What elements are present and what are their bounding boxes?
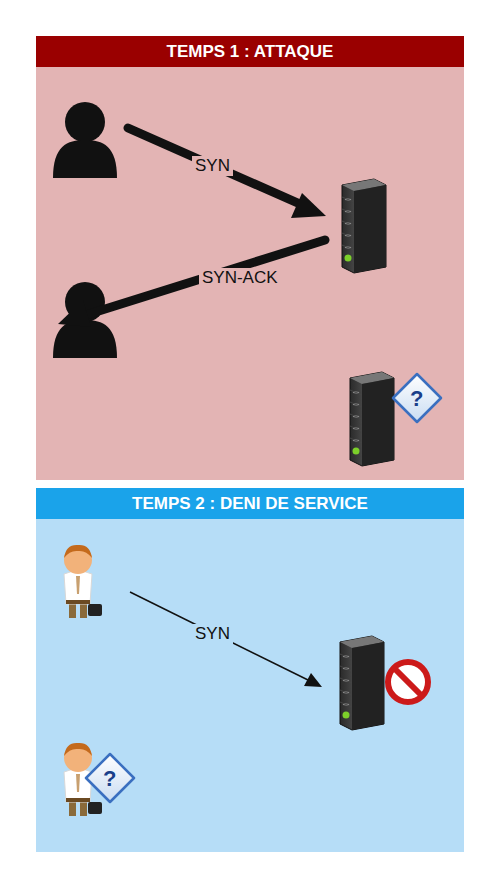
signal-label: SYN bbox=[192, 156, 233, 176]
panel-header: TEMPS 2 : DENI DE SERVICE bbox=[36, 488, 464, 519]
question-mark: ? bbox=[103, 769, 116, 789]
panel-title: TEMPS 2 : DENI DE SERVICE bbox=[132, 494, 368, 514]
syn-ack-arrow bbox=[58, 240, 325, 327]
signal-label: SYN-ACK bbox=[199, 268, 281, 288]
server-icon bbox=[342, 179, 386, 273]
user-icon bbox=[64, 545, 102, 618]
user-icon bbox=[53, 282, 117, 358]
server-icon bbox=[340, 636, 384, 730]
signal-label: SYN bbox=[192, 624, 233, 644]
question-badge bbox=[86, 754, 134, 802]
server-icon bbox=[350, 372, 394, 466]
panel-title: TEMPS 1 : ATTAQUE bbox=[167, 42, 334, 62]
attacker-icon bbox=[53, 102, 117, 178]
question-mark: ? bbox=[410, 389, 423, 409]
syn-arrow bbox=[130, 592, 322, 687]
blocked-sign bbox=[388, 662, 428, 702]
question-badge bbox=[393, 374, 441, 422]
panel-header: TEMPS 1 : ATTAQUE bbox=[36, 36, 464, 67]
syn-arrow bbox=[128, 128, 326, 218]
time-panel: TEMPS 1 : ATTAQUE bbox=[36, 36, 464, 480]
